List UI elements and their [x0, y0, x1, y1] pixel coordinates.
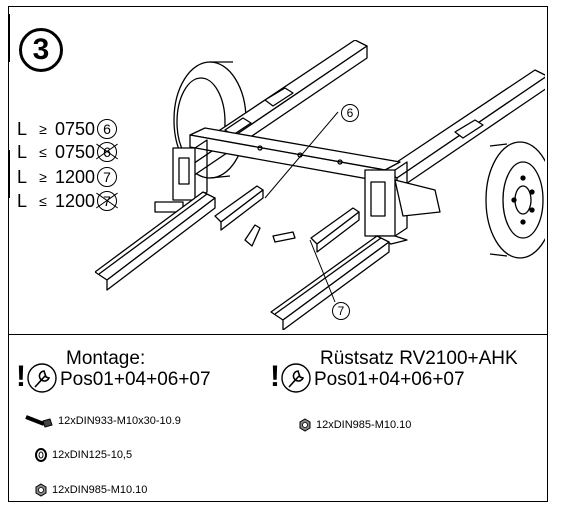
- edge-mark: [0, 150, 10, 198]
- length-value: 1200: [55, 167, 96, 187]
- part-bolt: 12xDIN933-M10x30-10.9: [24, 414, 181, 428]
- length-rule: L ≤ 0750 6: [17, 141, 118, 163]
- relation-symbol: ≥: [39, 169, 47, 185]
- part-text: 12xDIN125-10,5: [52, 449, 133, 461]
- insert-plate-upper: [214, 185, 264, 231]
- part-washer: 12xDIN125-10,5: [34, 448, 132, 462]
- part-nut: 12xDIN985-M10.10: [34, 483, 147, 497]
- length-label: L: [17, 191, 28, 211]
- nut-icon: [299, 418, 311, 432]
- insert-plate-lower: [310, 207, 360, 253]
- callout-6: 6: [341, 104, 359, 122]
- instruction-montage: ! Montage: Pos01+04+06+07: [16, 348, 211, 394]
- washer-icon: [35, 448, 47, 462]
- left-extension-profile: [95, 191, 216, 291]
- part-nut: 12xDIN985-M10.10: [298, 418, 411, 432]
- right-extension-profile: [270, 235, 390, 330]
- small-bracket: [272, 231, 296, 243]
- bolt-icon: [25, 415, 53, 428]
- relation-symbol: ≥: [39, 121, 47, 137]
- length-label: L: [17, 167, 28, 187]
- part-text: 12xDIN933-M10x30-10.9: [58, 415, 181, 427]
- instruction-positions: Pos01+04+06+07: [60, 369, 211, 390]
- length-value: 0750: [55, 142, 96, 162]
- leader-line: [309, 239, 336, 303]
- position-callout-crossed: 7: [97, 191, 118, 211]
- instruction-kit: ! Rüstsatz RV2100+AHK Pos01+04+06+07: [270, 348, 518, 394]
- relation-symbol: ≤: [39, 144, 47, 160]
- drawing-frame: [8, 6, 548, 502]
- edge-mark: [0, 14, 10, 62]
- part-text: 12xDIN985-M10.10: [52, 484, 148, 496]
- length-rule: L ≥ 1200 7: [17, 166, 118, 188]
- left-bracket: [154, 139, 208, 213]
- wrench-icon: [281, 363, 311, 393]
- warning-icon: !: [16, 360, 26, 393]
- section-divider: [8, 334, 548, 335]
- callout-7: 7: [332, 302, 350, 320]
- warning-icon: !: [270, 360, 280, 393]
- length-value: 0750: [55, 119, 96, 139]
- part-text: 12xDIN985-M10.10: [316, 419, 412, 431]
- instruction-positions: Pos01+04+06+07: [314, 369, 465, 390]
- instruction-title: Rüstsatz RV2100+AHK: [320, 348, 518, 369]
- instruction-title: Montage:: [66, 348, 146, 369]
- right-bracket: [364, 161, 441, 245]
- chassis-diagram: [95, 40, 545, 330]
- position-callout: 6: [97, 119, 118, 139]
- length-label: L: [17, 142, 28, 162]
- step-number: 3: [19, 28, 63, 72]
- leader-line: [264, 111, 339, 199]
- position-callout-crossed: 6: [97, 142, 118, 162]
- length-rule: L ≤ 1200 7: [17, 190, 118, 212]
- small-bracket: [244, 224, 261, 247]
- position-callout: 7: [97, 167, 118, 187]
- wrench-icon: [27, 363, 57, 393]
- relation-symbol: ≤: [39, 193, 47, 209]
- right-wheel: [485, 141, 545, 259]
- nut-icon: [35, 483, 47, 497]
- length-label: L: [17, 119, 28, 139]
- length-rule: L ≥ 0750 6: [17, 118, 118, 140]
- length-value: 1200: [55, 191, 96, 211]
